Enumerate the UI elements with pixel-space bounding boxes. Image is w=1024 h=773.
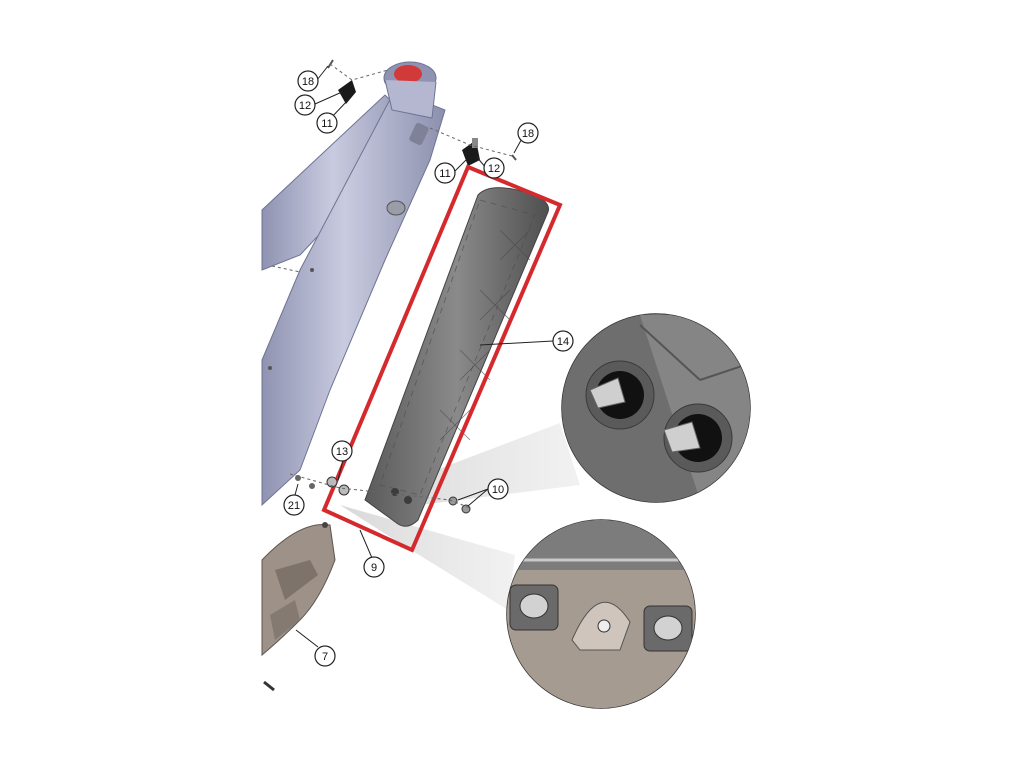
detail-beam-bottom bbox=[340, 505, 515, 610]
cover-mount-detail bbox=[506, 519, 696, 709]
callout-12-right: 12 bbox=[483, 157, 505, 179]
callout-label: 12 bbox=[299, 100, 311, 112]
highlight-box bbox=[321, 164, 563, 553]
callout-21: 21 bbox=[283, 494, 305, 516]
callout-7: 7 bbox=[314, 645, 336, 667]
callout-label: 21 bbox=[288, 500, 300, 512]
callout-label: 11 bbox=[439, 168, 450, 180]
callout-14: 14 bbox=[552, 330, 574, 352]
motor-skid-plate bbox=[261, 522, 336, 657]
callout-label: 11 bbox=[321, 118, 332, 130]
callout-13: 13 bbox=[331, 440, 353, 462]
downtube-battery-cover bbox=[364, 187, 550, 527]
bike-frame bbox=[261, 61, 446, 507]
screw-18-right bbox=[511, 154, 517, 161]
callout-18-left: 18 bbox=[297, 70, 319, 92]
assembly-path-top-left bbox=[329, 63, 389, 81]
callout-label: 18 bbox=[522, 128, 534, 140]
assembly-path-lower bbox=[289, 473, 471, 509]
bolt-21 bbox=[295, 475, 315, 489]
callout-label: 12 bbox=[488, 163, 500, 175]
callout-11-left: 11 bbox=[316, 112, 338, 134]
callout-label: 14 bbox=[557, 336, 569, 348]
callout-11-right: 11 bbox=[434, 162, 456, 184]
callout-12-left: 12 bbox=[294, 94, 316, 116]
callout-10: 10 bbox=[487, 478, 509, 500]
washer-13 bbox=[326, 476, 350, 496]
callout-label: 10 bbox=[492, 484, 504, 496]
assembly-path-top-right bbox=[429, 127, 513, 157]
callout-label: 9 bbox=[371, 562, 377, 574]
cover-bolt-detail bbox=[561, 313, 751, 503]
callout-9: 9 bbox=[363, 556, 385, 578]
callout-label: 7 bbox=[322, 651, 328, 663]
callout-label: 18 bbox=[302, 76, 314, 88]
screw-bottom bbox=[263, 680, 275, 692]
callout-leaders bbox=[294, 65, 554, 648]
assembly-path-side bbox=[271, 265, 301, 273]
cable-port-left bbox=[338, 80, 356, 104]
callout-18-right: 18 bbox=[517, 122, 539, 144]
callout-label: 13 bbox=[336, 446, 348, 458]
